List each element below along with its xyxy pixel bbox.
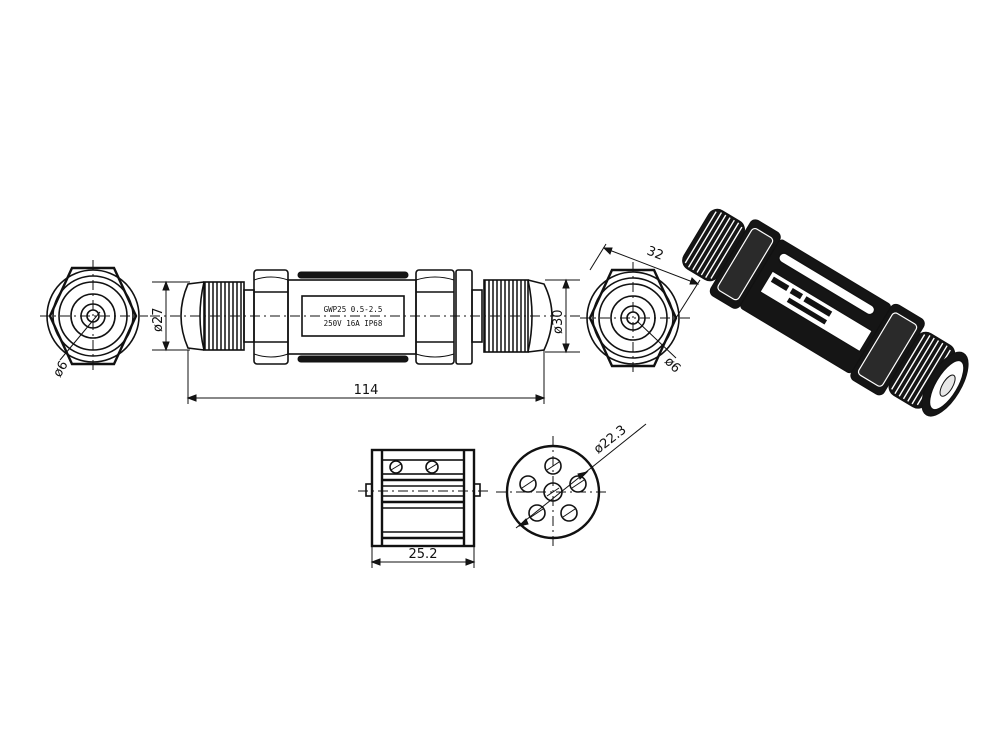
dim-terminal-width: 25.2 [409, 547, 438, 562]
left-end-view: ø6 [40, 260, 148, 380]
dim-body-diameter: ø27 [151, 308, 166, 333]
right-end-view: ø6 32 [580, 244, 701, 376]
side-view: GWP25 0.5-2.5 250V 16A IP68 ø27 ø30 [150, 269, 582, 404]
dim-hex-across: 32 [645, 244, 666, 264]
pin-face-view: ø22.3 [496, 423, 647, 548]
dim-max-diameter: ø30 [551, 310, 566, 335]
body-label-line2: 250V 16A IP68 [324, 319, 383, 328]
product-3d-render [682, 208, 969, 417]
dim-end-hole-right: ø6 [661, 354, 683, 376]
terminal-insert-view: 25.2 [358, 448, 490, 568]
body-label-line1: GWP25 0.5-2.5 [324, 305, 383, 314]
dim-end-hole-left: ø6 [50, 358, 71, 380]
dim-overall-length: 114 [354, 383, 379, 398]
